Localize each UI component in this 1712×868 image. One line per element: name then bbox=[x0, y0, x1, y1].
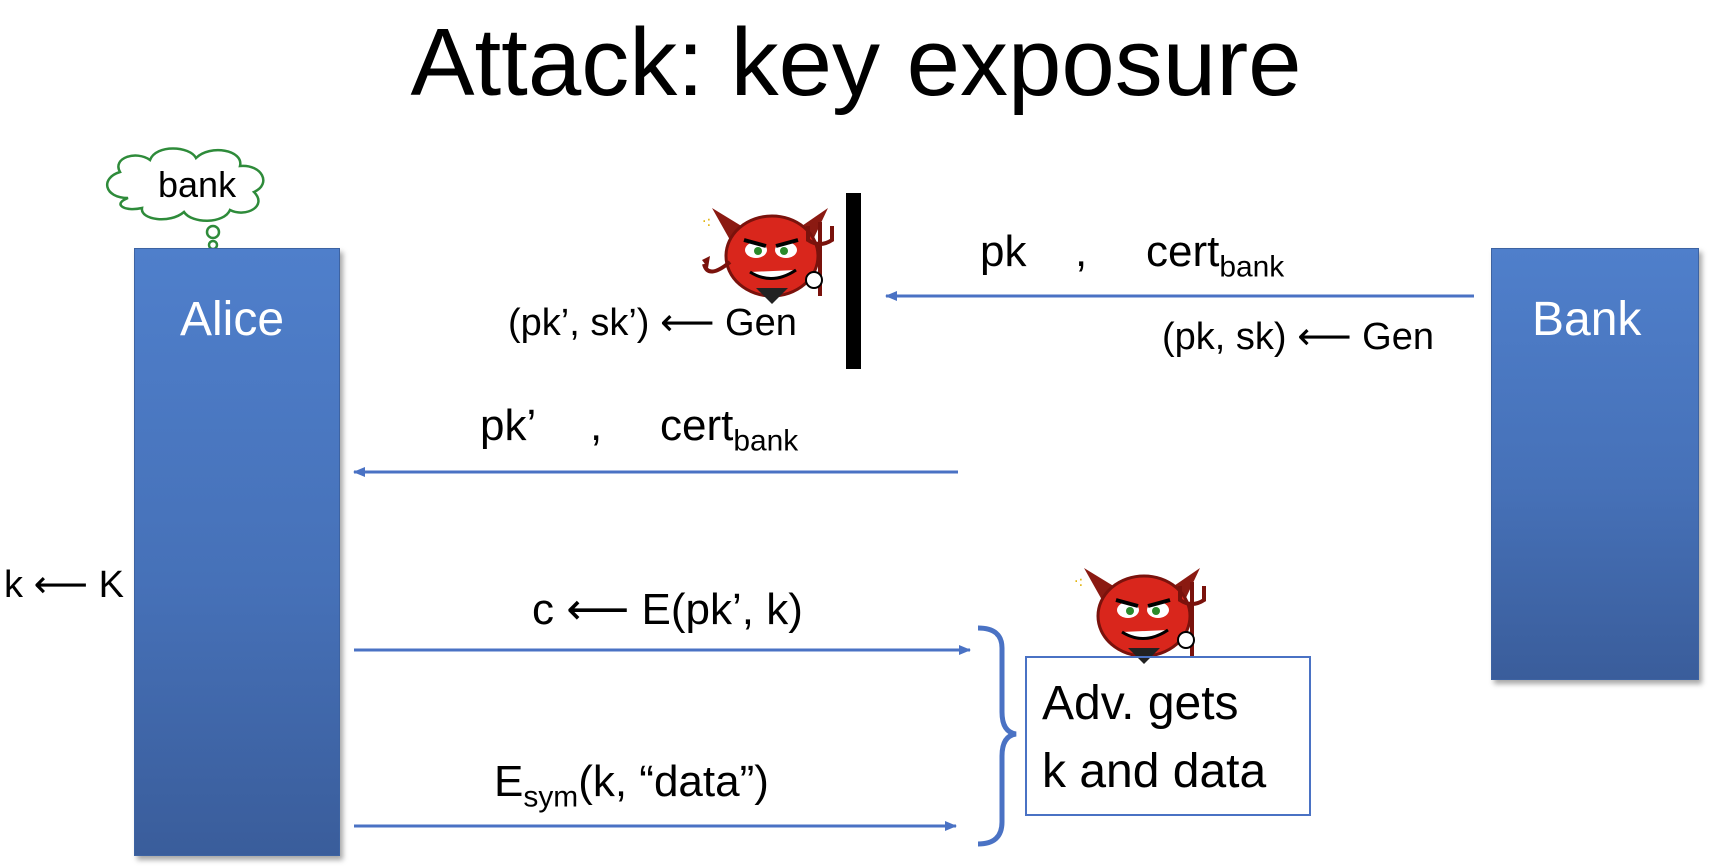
devil-icon: ·: bbox=[702, 208, 834, 304]
svg-text:·:: ·: bbox=[1074, 574, 1083, 590]
bank-box bbox=[1491, 248, 1699, 680]
msg-adv-pk: pk’ bbox=[480, 401, 537, 450]
msg-cipher: c ⟵ E(pk’, k) bbox=[532, 585, 803, 634]
alice-keygen: k ⟵ K bbox=[4, 564, 124, 606]
adversary-result-line1: Adv. gets bbox=[1042, 677, 1239, 730]
adversary-keygen: (pk’, sk’) ⟵ Gen bbox=[508, 302, 797, 344]
slide-title: Attack: key exposure bbox=[410, 9, 1302, 116]
msg-adv-cert: certbank bbox=[660, 401, 799, 458]
adversary-result-box bbox=[1025, 656, 1311, 816]
msg-bank-pk: pk bbox=[980, 227, 1027, 276]
alice-box bbox=[134, 248, 340, 856]
msg-bank-sep: , bbox=[1075, 227, 1088, 276]
bank-label: Bank bbox=[1532, 293, 1642, 346]
adversary-result-line2: k and data bbox=[1042, 745, 1267, 798]
wall-bar bbox=[846, 193, 861, 369]
brace-icon bbox=[977, 625, 1017, 847]
alice-label: Alice bbox=[180, 293, 285, 346]
msg-bank-cert: certbank bbox=[1146, 227, 1285, 284]
svg-text:·:: ·: bbox=[702, 214, 711, 230]
msg-data: Esym(k, “data”) bbox=[494, 757, 769, 814]
msg-adv-sep: , bbox=[590, 401, 603, 450]
bank-keygen: (pk, sk) ⟵ Gen bbox=[1162, 316, 1434, 358]
devil-icon: ·: bbox=[1074, 568, 1206, 664]
thought-text: bank bbox=[158, 164, 237, 205]
